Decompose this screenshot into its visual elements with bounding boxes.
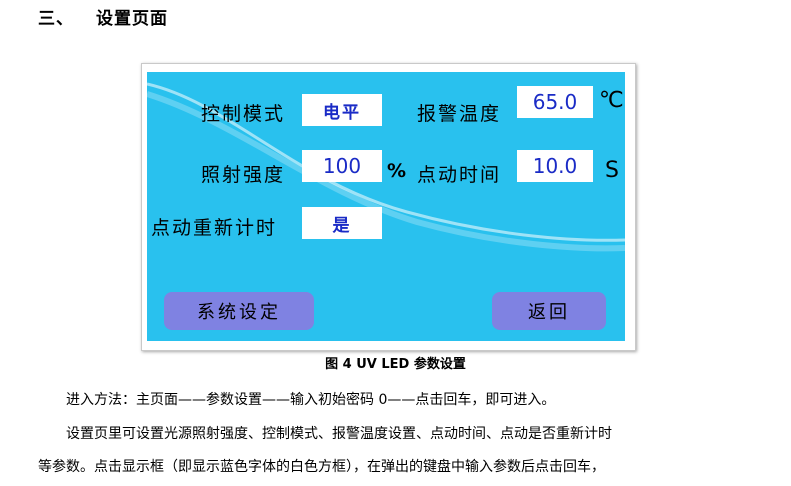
background-swoosh: [147, 82, 625, 252]
section-number: 三、: [38, 9, 74, 29]
settings-screen: 控制模式 电平 报警温度 65.0 ℃ 照射强度 100 % 点动时间 10.0…: [147, 72, 625, 341]
alarm-temp-label: 报警温度: [417, 103, 502, 125]
alarm-temp-field[interactable]: 65.0: [517, 86, 593, 118]
paragraph-entry-method: 进入方法：主页面——参数设置——输入初始密码 0——点击回车，即可进入。: [66, 392, 556, 408]
system-settings-button[interactable]: 系统设定: [164, 292, 314, 330]
control-mode-field[interactable]: 电平: [302, 94, 382, 126]
section-title: 设置页面: [96, 9, 168, 29]
jog-reset-field[interactable]: 是: [302, 207, 382, 239]
jog-time-label: 点动时间: [417, 164, 502, 186]
figure-caption: 图 4 UV LED 参数设置: [325, 357, 466, 372]
intensity-label: 照射强度: [201, 164, 286, 186]
paragraph-settings-desc: 设置页里可设置光源照射强度、控制模式、报警温度设置、点动时间、点动是否重新计时: [66, 426, 612, 442]
control-mode-label: 控制模式: [201, 103, 286, 125]
intensity-field[interactable]: 100: [302, 150, 382, 182]
seconds-unit: S: [605, 158, 619, 183]
paragraph-settings-desc-cont: 等参数。点击显示框（即显示蓝色字体的白色方框），在弹出的键盘中输入参数后点击回车…: [38, 459, 605, 475]
jog-reset-label: 点动重新计时: [151, 217, 278, 239]
percent-unit: %: [387, 160, 407, 182]
celsius-unit: ℃: [599, 88, 624, 113]
section-heading: 三、 设置页面: [38, 4, 168, 29]
back-button[interactable]: 返回: [492, 292, 606, 330]
jog-time-field[interactable]: 10.0: [517, 150, 593, 182]
